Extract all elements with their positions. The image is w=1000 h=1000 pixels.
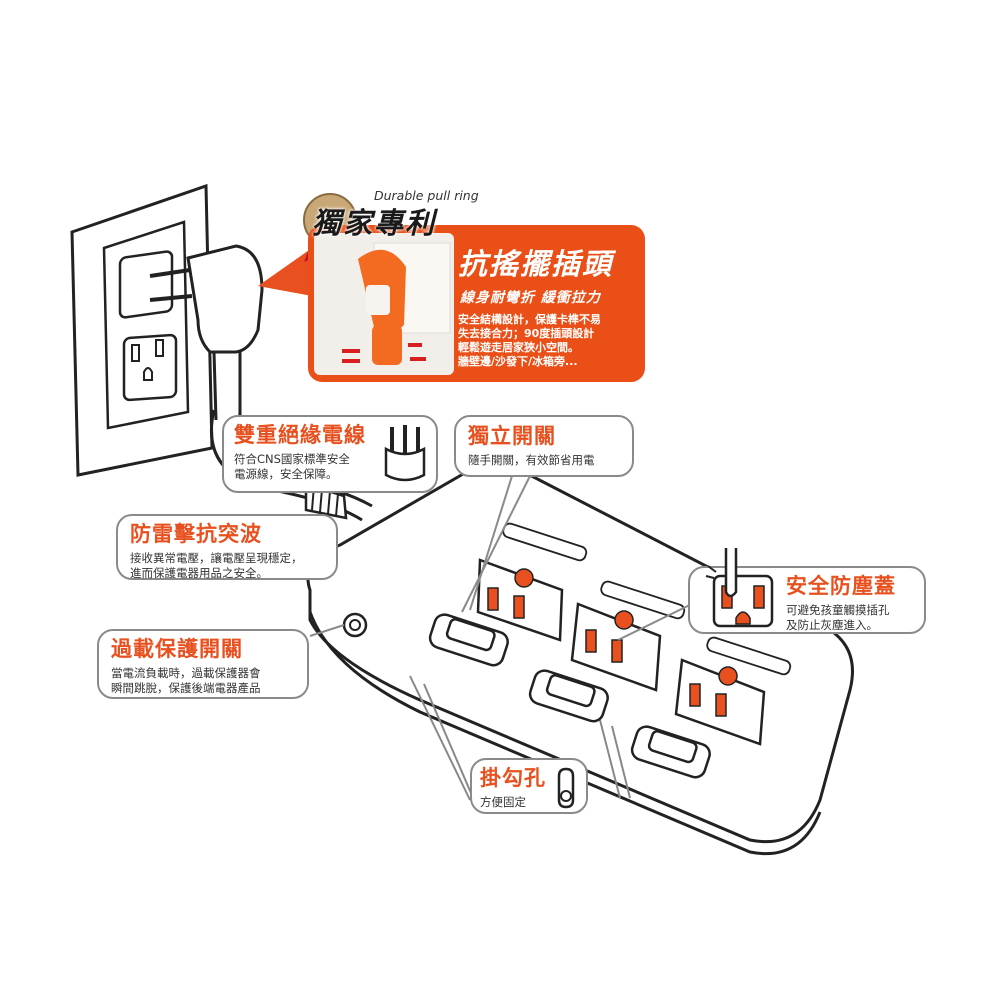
callout-body: 符合CNS國家標準安全 電源線，安全保障。 (234, 452, 426, 482)
pull-ring-photo (314, 233, 454, 375)
callout-dust-cover: 安全防塵蓋 可避免孩童觸摸插孔 及防止灰塵進入。 (688, 548, 926, 634)
callout-line: 隨手開關，有效節省用電 (468, 453, 595, 467)
feature-line: 輕鬆遊走居家狹小空間。 (458, 341, 579, 354)
outlet-3 (674, 658, 766, 746)
callout-line: 瞬間跳脫，保護後端電器產品 (111, 681, 261, 695)
callout-line: 及防止灰塵進入。 (786, 618, 878, 632)
callout-body: 方便固定 (480, 795, 578, 810)
callout-line: 方便固定 (480, 795, 526, 809)
callout-title: 雙重絕緣電線 (234, 423, 366, 447)
feature-subheading: 線身耐彎折 緩衝拉力 (460, 290, 601, 306)
callout-title: 過載保護開關 (111, 637, 243, 661)
cable-prongs-icon (384, 425, 426, 482)
led-vents (502, 522, 792, 676)
outlet-1 (476, 558, 564, 642)
rocker-switches (428, 613, 711, 779)
callout-surge-protection: 防雷擊抗突波 接收異常電壓，讓電壓呈現穩定， 進而保護電器用品之安全。 (116, 514, 338, 580)
callout-line: 可避免孩童觸摸插孔 (786, 603, 890, 617)
callout-title: 防雷擊抗突波 (130, 522, 262, 546)
patent-badge: 獨家專利 (312, 206, 437, 240)
callout-insulated-cable: 雙重絕緣電線 符合CNS國家標準安全 電源線，安全保障。 (222, 415, 438, 493)
callout-line: 電源線，安全保障。 (234, 467, 338, 481)
outlet-2 (570, 602, 662, 692)
feature-description: 安全結構設計，保護卡榫不易 失去接合力；90度插頭設計 輕鬆遊走居家狹小空間。 … (458, 313, 601, 369)
callout-body: 隨手開關，有效節省用電 (468, 453, 620, 468)
callout-title: 獨立開關 (468, 424, 556, 448)
callout-body: 可避免孩童觸摸插孔 及防止灰塵進入。 (786, 603, 914, 633)
callout-title: 安全防塵蓋 (786, 574, 896, 598)
pull-ring-caption: Durable pull ring (374, 188, 479, 203)
callout-line: 接收異常電壓，讓電壓呈現穩定， (130, 551, 303, 565)
callout-line: 當電流負載時，過載保護器會 (111, 666, 261, 680)
zoom-wedge (258, 248, 312, 296)
feature-line: 失去接合力；90度插頭設計 (458, 327, 595, 340)
callout-body: 當電流負載時，過載保護器會 瞬間跳脫，保護後端電器產品 (111, 666, 295, 696)
hook-hole-icon (557, 767, 575, 809)
feature-heading: 抗搖擺插頭 (458, 247, 614, 281)
feature-line: 安全結構設計，保護卡榫不易 (458, 313, 601, 326)
plug-icon (149, 244, 264, 421)
callout-line: 符合CNS國家標準安全 (234, 452, 350, 466)
wall-outlet-icon (70, 183, 214, 477)
callout-overload-switch: 過載保護開關 當電流負載時，過載保護器會 瞬間跳脫，保護後端電器產品 (97, 629, 309, 699)
finger-icon (705, 548, 774, 628)
callout-title: 掛勾孔 (480, 766, 546, 790)
anti-sway-plug-panel: 抗搖擺插頭 線身耐彎折 緩衝拉力 安全結構設計，保護卡榫不易 失去接合力；90度… (308, 225, 645, 382)
feature-line: 牆壁邊/沙發下/冰箱旁... (458, 355, 578, 368)
callout-line: 進而保護電器用品之安全。 (130, 566, 268, 580)
callout-body: 接收異常電壓，讓電壓呈現穩定， 進而保護電器用品之安全。 (130, 551, 324, 581)
callout-independent-switch: 獨立開關 隨手開關，有效節省用電 (454, 415, 634, 477)
callout-hook-hole: 掛勾孔 方便固定 (470, 758, 588, 814)
